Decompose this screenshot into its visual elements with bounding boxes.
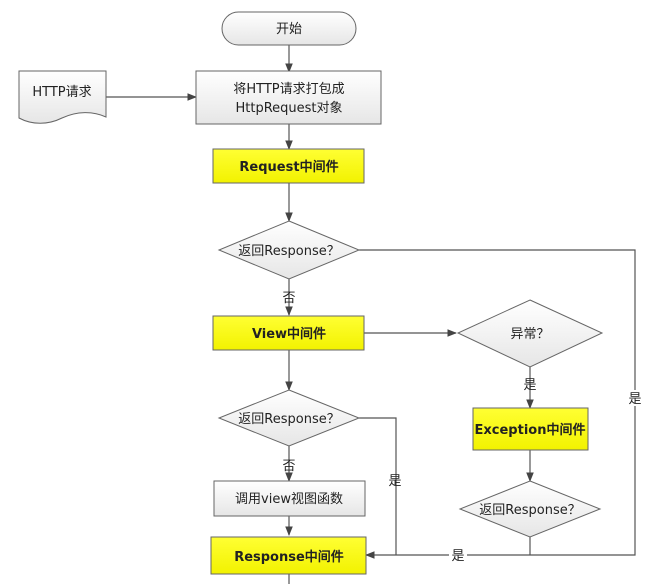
request-middleware-label: Request中间件 [239,159,338,175]
call-view-label: 调用view视图函数 [235,492,343,507]
request-middleware-box: Request中间件 [212,148,365,184]
start-label: 开始 [276,22,302,37]
decision-1-label: 返回Response？ [238,244,339,259]
wrap-label-line1: 将HTTP请求打包成 [233,82,344,97]
yes-label-exception: 是 [523,378,536,393]
http-request-label: HTTP请求 [32,85,91,100]
no-label-1: 否 [282,291,295,306]
decision-return-response-3: 返回Response？ [458,480,602,538]
decision-3-label: 返回Response？ [479,503,580,518]
decision-2-label: 返回Response？ [238,412,339,427]
no-label-2: 否 [282,459,295,474]
exception-middleware-label: Exception中间件 [475,422,586,438]
decision-exception: 异常？ [456,299,604,368]
wrap-label-line2: HttpRequest对象 [235,101,342,116]
response-middleware-box: Response中间件 [210,536,367,575]
response-middleware-label: Response中间件 [234,549,344,565]
yes-label-1: 是 [628,392,641,407]
yes-label-3-bg [449,547,467,563]
exception-decision-label: 异常？ [510,327,549,342]
wrap-request-process: 将HTTP请求打包成 HttpRequest对象 [195,70,382,125]
decision-return-response-1: 返回Response？ [217,220,361,280]
yes-label-3: 是 [451,549,464,564]
yes-label-2: 是 [388,474,401,489]
call-view-process: 调用view视图函数 [213,480,366,517]
exception-middleware-box: Exception中间件 [472,407,589,451]
http-request-document: HTTP请求 [18,70,107,124]
decision-return-response-2: 返回Response？ [217,389,361,447]
view-middleware-label: View中间件 [252,326,326,342]
view-middleware-box: View中间件 [212,315,365,351]
edge-decision2-yes [359,417,397,555]
start-node: 开始 [221,11,357,46]
yes-label-1-bg [626,390,644,406]
